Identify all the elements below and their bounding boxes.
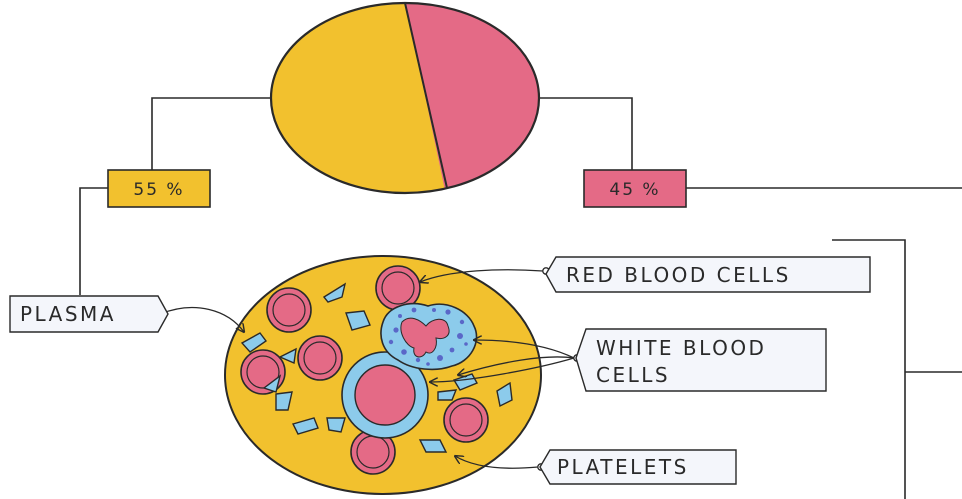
percent-55-text: 55 % xyxy=(133,180,184,200)
rbc-label-text: RED BLOOD CELLS xyxy=(566,263,791,287)
platelets-label-text: PLATELETS xyxy=(557,455,689,479)
wbc-label-text-line2: CELLS xyxy=(596,363,670,387)
connector-lines xyxy=(80,98,962,499)
percent-box-55: 55 % xyxy=(108,170,210,207)
platelet xyxy=(438,390,456,400)
red-blood-cell xyxy=(298,336,342,380)
red-blood-cell xyxy=(267,288,311,332)
label-platelets: PLATELETS xyxy=(540,450,736,484)
label-white-blood-cells: WHITE BLOOD CELLS xyxy=(576,329,826,391)
label-plasma: PLASMA xyxy=(10,296,168,332)
red-blood-cell xyxy=(444,398,488,442)
plasma-arrow xyxy=(160,308,244,332)
red-blood-cell xyxy=(241,350,285,394)
plasma-label-text: PLASMA xyxy=(20,302,116,326)
line-55-to-plasma xyxy=(80,188,108,295)
platelet xyxy=(327,418,345,432)
line-pie-to-55 xyxy=(152,98,272,170)
pie-chart xyxy=(271,0,545,200)
line-pie-to-45 xyxy=(538,98,632,170)
percent-45-text: 45 % xyxy=(609,180,660,200)
label-red-blood-cells: RED BLOOD CELLS xyxy=(546,257,870,292)
wbc-label-text-line1: WHITE BLOOD xyxy=(596,336,766,360)
percent-box-45: 45 % xyxy=(584,170,686,207)
